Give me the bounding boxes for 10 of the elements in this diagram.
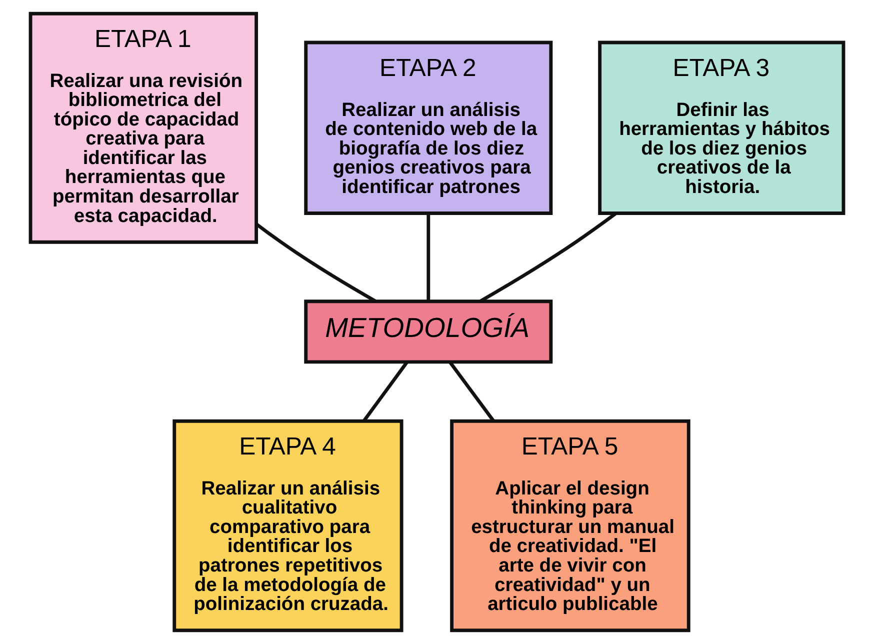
connector [256, 222, 376, 303]
connector [362, 361, 408, 422]
node-box: ETAPA 3 Definir las herramientas y hábitos de los diez genios creativos de la historia. [598, 40, 846, 215]
connector [448, 361, 495, 422]
node-box: ETAPA 2 Realizar un análisis de contenido web de la biografía de los diez genios creativos para identificar patrones [304, 40, 553, 215]
node-box: ETAPA 4 Realizar un análisis cualitativo comparativo para identificar los patrones repetitivos de la metodología de polinización cruzada. [172, 419, 404, 632]
node-box: METODOLOGÍA [304, 300, 553, 364]
node-box: ETAPA 1 Realizar una revisión bibliometrica del tópico de capacidad creativa para identificar las herramientas que permitan desarrollar esta capacidad. [28, 12, 258, 244]
node-box: ETAPA 5 Aplicar el design thinking para estructurar un manual de creatividad. "El arte de vivir con creatividad" y un articulo publicable [450, 419, 690, 632]
connector [426, 213, 430, 301]
